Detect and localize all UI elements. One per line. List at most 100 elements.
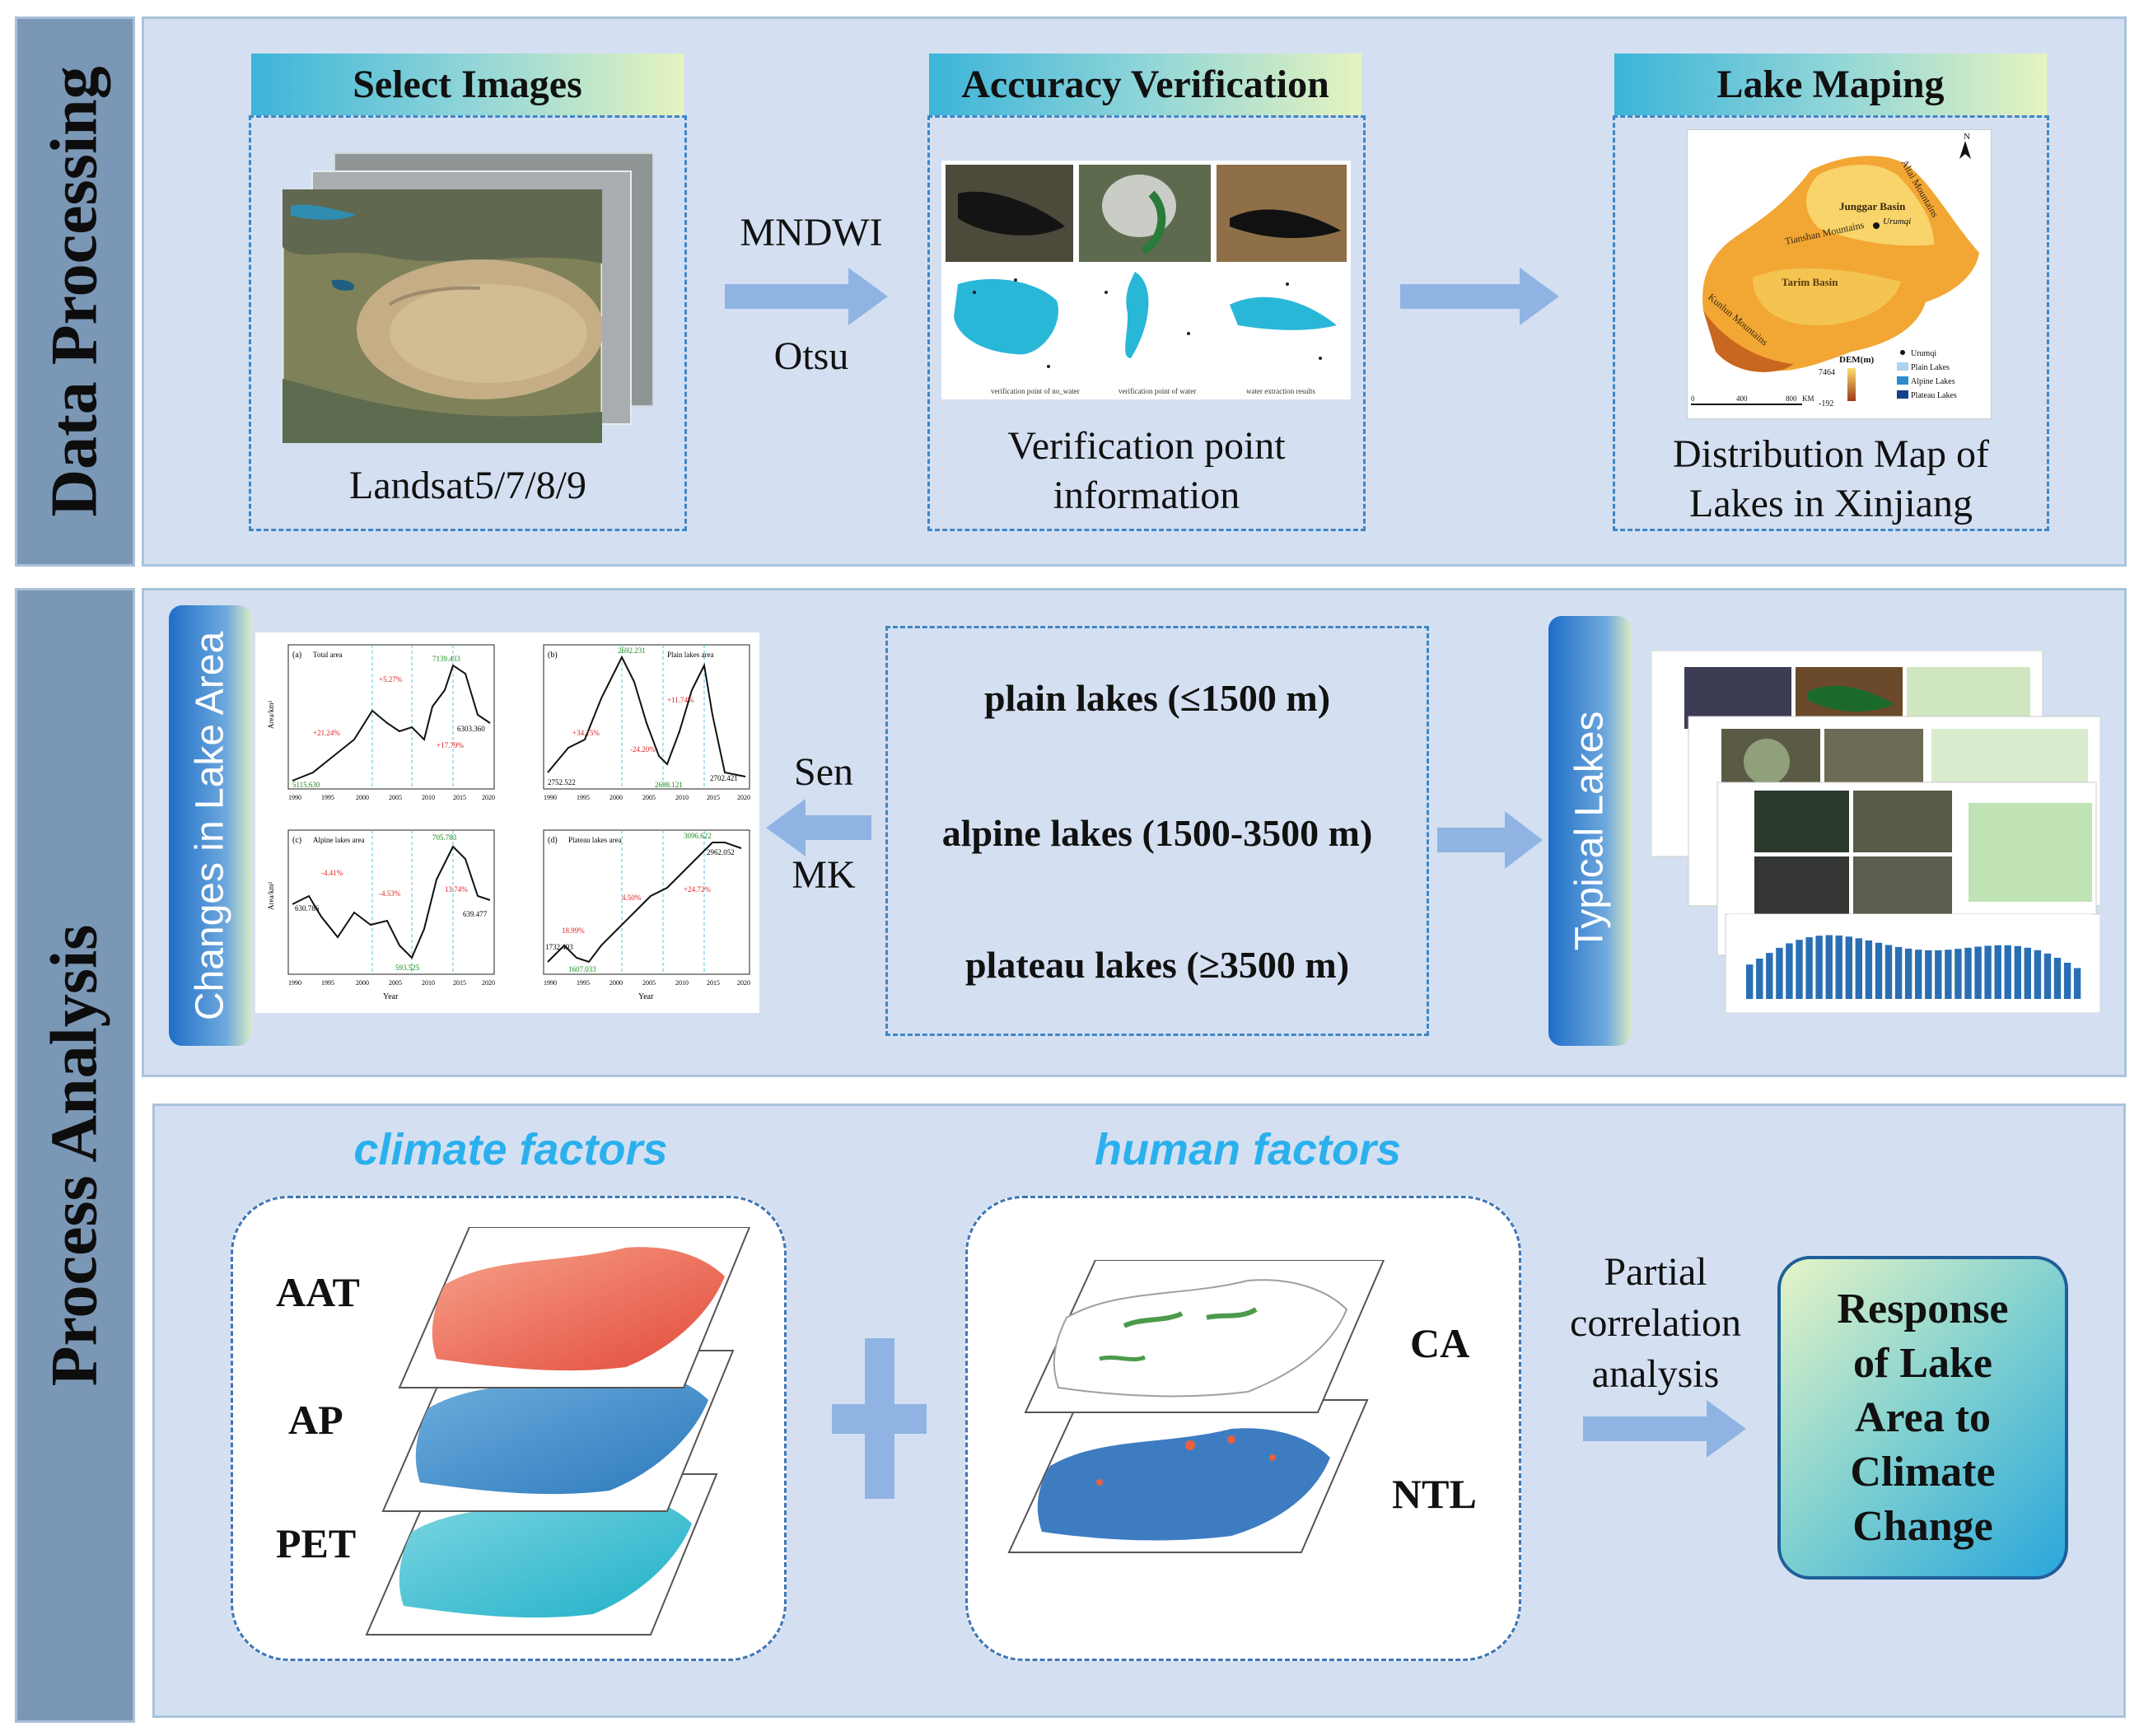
typical-bar [1884, 945, 1893, 999]
svg-text:2020: 2020 [737, 979, 750, 987]
pet-label: PET [276, 1520, 357, 1566]
svg-text:2005: 2005 [642, 979, 656, 987]
mini-a-l2: 7139.433 [432, 655, 460, 663]
analysis-line3: analysis [1591, 1352, 1720, 1396]
map-dem-title: DEM(m) [1839, 355, 1874, 365]
plain-lakes-label: plain lakes (≤1500 m) [983, 677, 1331, 719]
verification-thumbnails: verification point of no_water verificat… [941, 161, 1351, 399]
mini-b-l3: +11.74% [667, 696, 694, 704]
data-processing-label: Data Processing [38, 66, 111, 517]
map-dem-high: 7464 [1819, 368, 1835, 377]
human-factors-title: human factors [1094, 1125, 1402, 1174]
mini-chart-a: (a) Total area +21.24% +5.27% 7139.433 6… [287, 644, 495, 790]
typical-bar [1904, 948, 1912, 999]
typical-bar [1984, 945, 1992, 999]
verification-caption-line2: information [1053, 474, 1240, 517]
map-scale-0: 0 [1691, 394, 1695, 403]
svg-text:2005: 2005 [389, 794, 402, 801]
mini-d-l6: +24.72% [684, 885, 711, 894]
mini-b-l6: 2702.421 [710, 774, 738, 782]
changes-in-lake-area-tab: Changes in Lake Area [169, 605, 251, 1046]
lake-area-mini-charts: (a) Total area +21.24% +5.27% 7139.433 6… [255, 632, 759, 1013]
aat-layer [398, 1227, 751, 1388]
typical-bar [1845, 936, 1852, 999]
mini-d-tag: (d) [548, 836, 558, 845]
mini-a-l1: +5.27% [379, 675, 403, 684]
response-line4: Climate [1850, 1448, 1996, 1496]
mk-label: MK [792, 853, 856, 897]
map-scale-800: 800 [1786, 394, 1797, 403]
ap-label: AP [288, 1397, 343, 1443]
mini-d-l4: 3096.622 [684, 832, 712, 840]
typical-bar [2073, 968, 2081, 999]
typical-bar [1955, 949, 1962, 999]
changes-in-lake-area-label: Changes in Lake Area [188, 631, 232, 1020]
ap-layer [381, 1350, 735, 1512]
plateau-lakes-label: plateau lakes (≥3500 m) [964, 944, 1350, 986]
typical-bar [1805, 937, 1813, 999]
analysis-line1: Partial [1604, 1250, 1707, 1294]
map-legend-alpine: Alpine Lakes [1911, 377, 1955, 386]
mini-d-l1: 1732.493 [545, 943, 573, 951]
human-layer-stack [1007, 1260, 1385, 1553]
mini-chart-c: (c) Alpine lakes area -4.41% 630.786 -4.… [287, 829, 495, 975]
svg-text:1990: 1990 [288, 794, 301, 801]
verify-legend-3: water extraction results [1246, 387, 1315, 395]
accuracy-verification-header: Accuracy Verification [929, 54, 1361, 115]
mini-a-l3: 6303.360 [457, 725, 485, 733]
select-images-box [249, 115, 687, 531]
response-line1: Response [1837, 1285, 2009, 1332]
verify-legend-2: verification point of water [1119, 387, 1196, 395]
svg-text:2000: 2000 [609, 794, 623, 801]
mini-x-label-left: Year [383, 992, 399, 1001]
mini-a-legend: Total area [313, 651, 343, 659]
svg-text:2010: 2010 [675, 794, 689, 801]
mini-c-l0: -4.41% [321, 869, 343, 877]
svg-text:2010: 2010 [422, 794, 435, 801]
mini-c-l5: 13.74% [445, 885, 468, 894]
typical-lakes-tab: Typical Lakes [1548, 616, 1631, 1046]
mini-b-l1: 2692.231 [618, 646, 646, 655]
typical-bar [1894, 946, 1903, 999]
verification-caption-line1: Verification point [1007, 424, 1286, 468]
svg-text:1990: 1990 [288, 979, 301, 987]
mini-y-label-top: Area/km² [267, 701, 275, 729]
mini-c-l6: 639.477 [463, 910, 488, 918]
satellite-image-front [283, 189, 602, 443]
lake-types-box: plain lakes (≤1500 m) alpine lakes (1500… [885, 626, 1429, 1036]
response-box: Response of Lake Area to Climate Change [1777, 1256, 2068, 1580]
typical-bar [2014, 945, 2021, 999]
analysis-line2: correlation [1570, 1301, 1741, 1345]
map-legend-urumqi: Urumqi [1911, 349, 1936, 358]
svg-text:2020: 2020 [482, 794, 495, 801]
select-images-caption: Landsat5/7/8/9 [349, 464, 586, 507]
map-junggar: Junggar Basin [1839, 200, 1906, 212]
ntl-layer [1007, 1399, 1369, 1553]
typical-bar [1915, 950, 1922, 999]
mini-a-l0: +21.24% [313, 729, 340, 737]
svg-text:1995: 1995 [577, 979, 590, 987]
typical-bar [1766, 953, 1773, 999]
select-images-header: Select Images [251, 54, 684, 115]
svg-text:1990: 1990 [544, 794, 557, 801]
climate-layer-stack [365, 1227, 751, 1636]
typical-bar [1796, 940, 1803, 999]
map-scale-unit: KM [1802, 394, 1814, 403]
mapping-arrow [1400, 268, 1559, 325]
typical-bar [2053, 958, 2062, 999]
typical-bar [2034, 950, 2042, 999]
map-scale-400: 400 [1736, 394, 1748, 403]
mini-a-l4: +17.79% [437, 741, 464, 749]
verify-legend-1: verification point of no_water [991, 387, 1080, 395]
svg-text:2000: 2000 [356, 979, 369, 987]
accuracy-verification-box [927, 115, 1366, 531]
typical-bar [2004, 945, 2011, 999]
alpine-lakes-label: alpine lakes (1500-3500 m) [941, 812, 1373, 854]
svg-text:2000: 2000 [609, 979, 623, 987]
mini-y-label-bottom: Area/km² [267, 882, 275, 910]
lake-mapping-box [1613, 115, 2049, 531]
map-dem-low: -192 [1819, 399, 1833, 408]
svg-text:2010: 2010 [675, 979, 689, 987]
typical-bar [1835, 936, 1842, 999]
mini-a-tag: (a) [292, 651, 301, 660]
